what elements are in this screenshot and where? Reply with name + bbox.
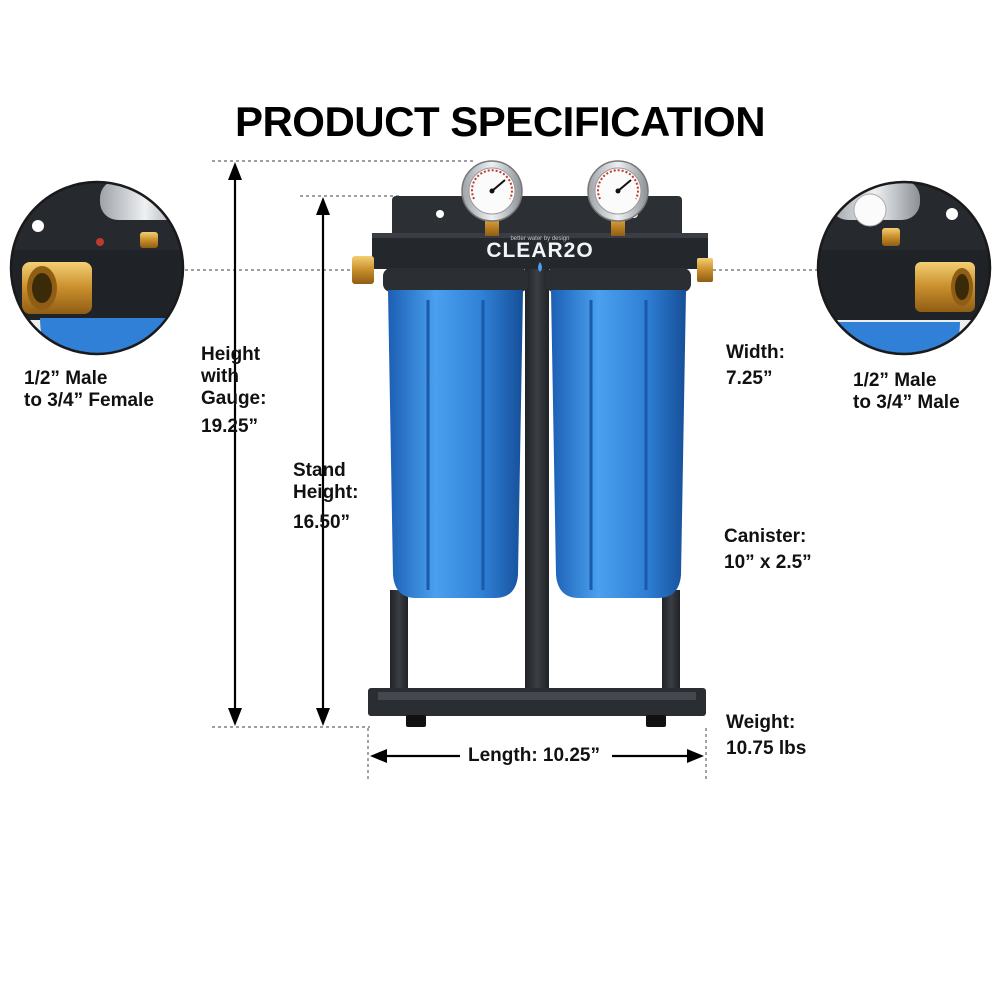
stand-height-label: Stand Height: 16.50” xyxy=(293,460,359,533)
brand-logo: CLEAR2O xyxy=(486,239,593,262)
filter-head xyxy=(372,233,708,269)
stand-frame xyxy=(368,255,706,727)
weight-label: Weight: 10.75 lbs xyxy=(726,712,807,759)
outlet-fitting-label: 1/2” Male to 3/4” Male xyxy=(853,370,960,413)
page-title: PRODUCT SPECIFICATION xyxy=(234,98,766,145)
dimension-arrow-icon xyxy=(228,162,704,763)
pressure-gauge-icon xyxy=(587,160,649,236)
inlet-zoom xyxy=(11,182,183,354)
length-label: Length: 10.25” xyxy=(462,745,606,767)
canister-right xyxy=(546,268,691,598)
brass-fitting-icon xyxy=(352,256,713,284)
width-label: Width: 7.25” xyxy=(726,342,785,389)
pressure-gauge-icon xyxy=(461,160,523,236)
outlet-zoom xyxy=(818,182,990,354)
brand-tagline: better water by design xyxy=(510,236,569,242)
canister-left xyxy=(383,268,528,598)
canister-label: Canister: 10” x 2.5” xyxy=(724,526,812,573)
height-with-gauge-label: Height with Gauge: 19.25” xyxy=(201,344,267,437)
inlet-fitting-label: 1/2” Male to 3/4” Female xyxy=(24,368,154,411)
reference-lines xyxy=(185,160,820,780)
